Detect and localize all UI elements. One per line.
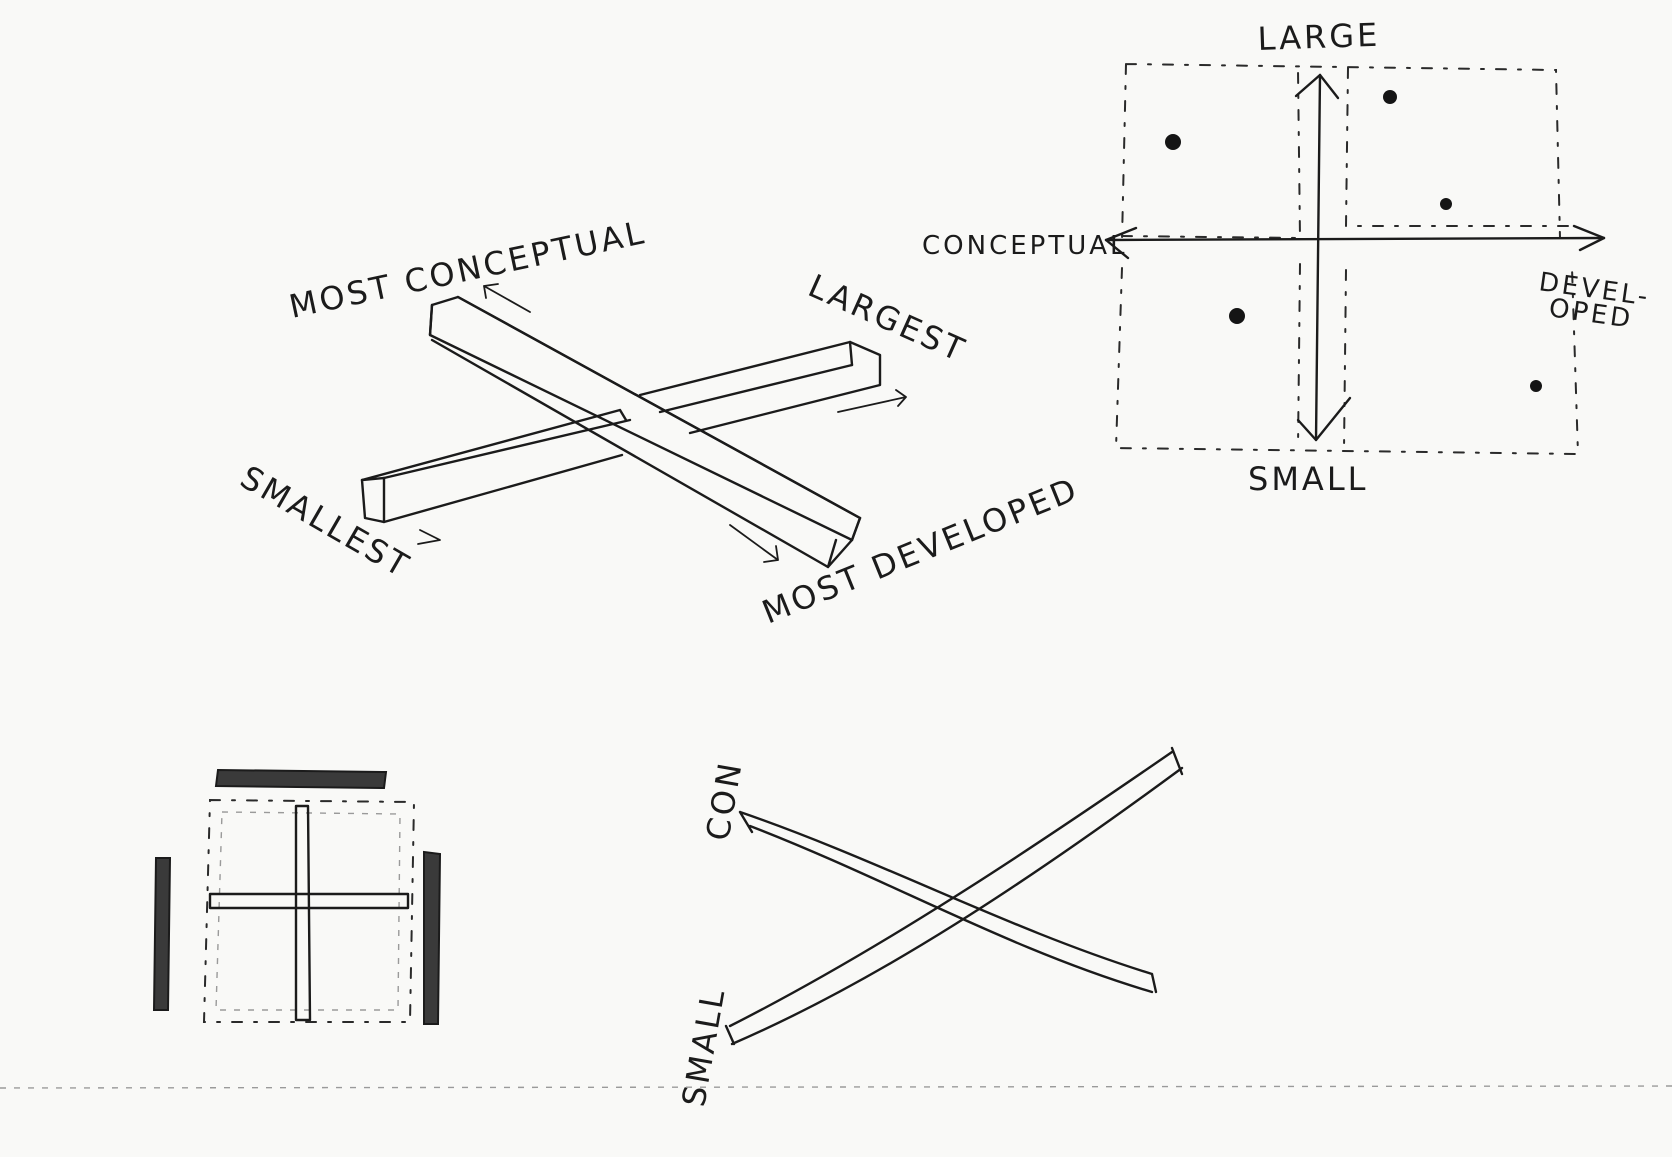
crossed-bars-sketch: CON SMALL xyxy=(674,748,1182,1109)
label-largest: LARGEST xyxy=(803,267,972,370)
plan-inner-cross-vertical xyxy=(296,806,310,1020)
isometric-cross-sketch: MOST CONCEPTUAL LARGEST SMALLEST MOST DE… xyxy=(234,213,1084,631)
arrow-smallest xyxy=(418,530,440,544)
plan-right-bar xyxy=(424,852,440,1024)
label-large: LARGE xyxy=(1257,16,1381,58)
isometric-beam-conceptual-developed xyxy=(430,297,860,567)
quadrant-dot xyxy=(1229,308,1245,324)
label-con: CON xyxy=(698,758,749,844)
quadrant-dot xyxy=(1440,198,1452,210)
label-small-rotated: SMALL xyxy=(674,984,732,1109)
quadrant-dot xyxy=(1530,380,1542,392)
quadrant-sketch: LARGE SMALL CONCEPTUAL DEVEL- OPED xyxy=(922,16,1652,498)
bar-small-to-large xyxy=(726,748,1182,1044)
label-most-developed: MOST DEVELOPED xyxy=(757,470,1084,632)
quadrant-horizontal-axis xyxy=(1106,226,1604,258)
isometric-beam-smallest-largest xyxy=(362,342,880,522)
label-most-conceptual: MOST CONCEPTUAL xyxy=(286,213,650,326)
plan-left-bar xyxy=(154,858,170,1010)
plan-top-bar xyxy=(216,770,386,788)
quadrant-inner-boundary xyxy=(1122,68,1570,450)
page-fold-line xyxy=(0,1086,1672,1088)
quadrant-dot xyxy=(1383,90,1397,104)
quadrant-outer-boundary xyxy=(1116,64,1578,454)
arrow-most-conceptual xyxy=(484,284,530,312)
label-small: SMALL xyxy=(1248,460,1368,498)
label-conceptual: CONCEPTUAL xyxy=(922,231,1128,261)
quadrant-dot xyxy=(1165,134,1181,150)
arrow-most-developed xyxy=(730,525,778,562)
plan-view-sketch xyxy=(154,770,440,1024)
quadrant-vertical-axis xyxy=(1296,75,1350,440)
